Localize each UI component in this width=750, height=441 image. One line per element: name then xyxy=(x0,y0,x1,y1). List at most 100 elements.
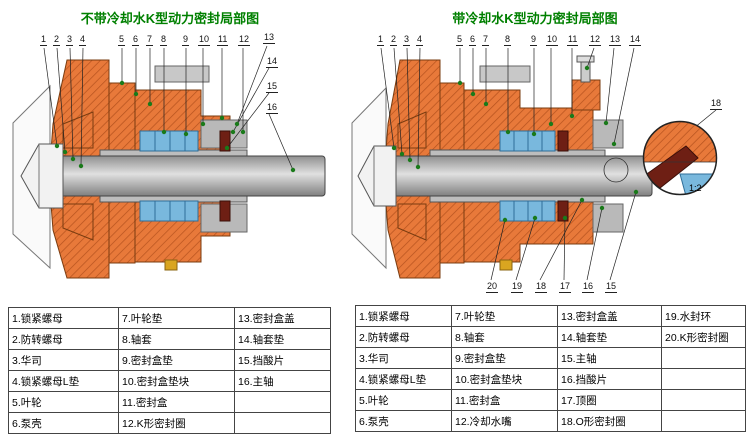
callout-17: 17 xyxy=(559,281,572,293)
callout-10: 10 xyxy=(546,34,559,46)
right-diagram-drawing: 1:2 xyxy=(351,47,718,281)
gland-upper xyxy=(592,119,624,149)
leader-lines xyxy=(380,47,717,281)
seal-ring-lower xyxy=(557,200,569,222)
legend-cell: 9.密封盒垫 xyxy=(451,347,558,369)
legend-cell: 1.锁紧螺母 xyxy=(355,305,452,327)
detail-view-circle xyxy=(642,120,718,196)
water-nozzle-cap xyxy=(576,55,595,63)
cooling-boss xyxy=(571,79,601,111)
legend-cell: 3.华司 xyxy=(8,349,119,371)
callout-3: 3 xyxy=(403,34,411,46)
callout-8: 8 xyxy=(504,34,512,46)
packing-lower xyxy=(139,200,199,222)
legend-cell: 12.K形密封圈 xyxy=(118,412,235,434)
legend-cell: 14.轴套垫 xyxy=(557,326,662,348)
impeller-upper xyxy=(62,111,94,149)
legend-cell: 5.叶轮 xyxy=(355,389,452,411)
right-diagram: 1:2 1 2 3 4 5 6 7 8 9 10 11 12 13 14 20 … xyxy=(350,28,750,302)
lock-nut-cone xyxy=(357,145,397,207)
callout-7: 7 xyxy=(146,34,154,46)
right-diagram-title: 带冷却水K型动力密封局部图 xyxy=(452,11,618,26)
legend-cell: 11.密封盒 xyxy=(118,391,235,413)
detail-source-circle xyxy=(603,157,629,183)
callout-4: 4 xyxy=(416,34,424,46)
legend-cell xyxy=(661,410,746,432)
seal-ring-upper xyxy=(219,130,231,152)
impeller-lower xyxy=(397,203,427,241)
lock-nut-cone xyxy=(20,143,64,209)
impeller-lower xyxy=(62,203,94,241)
legend-cell: 20.K形密封圈 xyxy=(661,326,746,348)
callout-2: 2 xyxy=(390,34,398,46)
callout-12: 12 xyxy=(238,34,251,46)
callout-9: 9 xyxy=(530,34,538,46)
legend-cell xyxy=(661,389,746,411)
legend-cell: 7.叶轮垫 xyxy=(118,307,235,329)
gasket-yellow xyxy=(164,259,178,271)
legend-cell: 4.锁紧螺母L垫 xyxy=(8,370,119,392)
detail-view-contents xyxy=(643,121,717,195)
callout-12: 12 xyxy=(589,34,602,46)
legend-cell: 9.密封盒垫 xyxy=(118,349,235,371)
legend-cell: 6.泵壳 xyxy=(8,412,119,434)
callout-5: 5 xyxy=(456,34,464,46)
left-diagram-drawing xyxy=(12,45,326,279)
callout-13: 13 xyxy=(263,32,276,44)
callout-7: 7 xyxy=(482,34,490,46)
callout-10: 10 xyxy=(198,34,211,46)
seal-ring-lower xyxy=(219,200,231,222)
legend-cell xyxy=(661,368,746,390)
callout-4: 4 xyxy=(79,34,87,46)
legend-cell xyxy=(234,412,331,434)
main-shaft xyxy=(389,155,653,197)
callout-5: 5 xyxy=(118,34,126,46)
legend-cell: 14.轴套垫 xyxy=(234,328,331,350)
main-shaft xyxy=(59,155,326,197)
legend-cell: 6.泵壳 xyxy=(355,410,452,432)
left-diagram-title: 不带冷却水K型动力密封局部图 xyxy=(80,11,260,26)
callout-9: 9 xyxy=(182,34,190,46)
legend-cell: 16.挡酸片 xyxy=(557,368,662,390)
legend-cell: 18.O形密封圈 xyxy=(557,410,662,432)
legend-cell: 10.密封盒垫块 xyxy=(118,370,235,392)
legend-cell: 2.防转螺母 xyxy=(8,328,119,350)
callout-3: 3 xyxy=(66,34,74,46)
callout-16: 16 xyxy=(582,281,595,293)
legend-cell: 13.密封盒盖 xyxy=(234,307,331,329)
seal-ring-upper xyxy=(557,130,569,152)
callout-2: 2 xyxy=(53,34,61,46)
legend-cell: 15.主轴 xyxy=(557,347,662,369)
callout-8: 8 xyxy=(160,34,168,46)
legend-cell xyxy=(234,391,331,413)
callout-20: 20 xyxy=(486,281,499,293)
callout-15: 15 xyxy=(266,81,279,93)
callout-1: 1 xyxy=(40,34,48,46)
callout-detail-18: 18 xyxy=(710,98,723,110)
callout-1: 1 xyxy=(377,34,385,46)
legend-cell: 2.防转螺母 xyxy=(355,326,452,348)
callout-13: 13 xyxy=(609,34,622,46)
seal-box-cover-top xyxy=(479,65,531,83)
legend-cell: 8.轴套 xyxy=(118,328,235,350)
callout-11: 11 xyxy=(567,34,579,46)
leader-lines xyxy=(43,45,294,171)
callout-6: 6 xyxy=(132,34,140,46)
callout-18: 18 xyxy=(535,281,548,293)
gasket-yellow xyxy=(499,259,513,271)
left-diagram: 1 2 3 4 5 6 7 8 9 10 11 12 13 14 15 16 xyxy=(5,28,345,302)
leader-dots xyxy=(54,80,296,173)
